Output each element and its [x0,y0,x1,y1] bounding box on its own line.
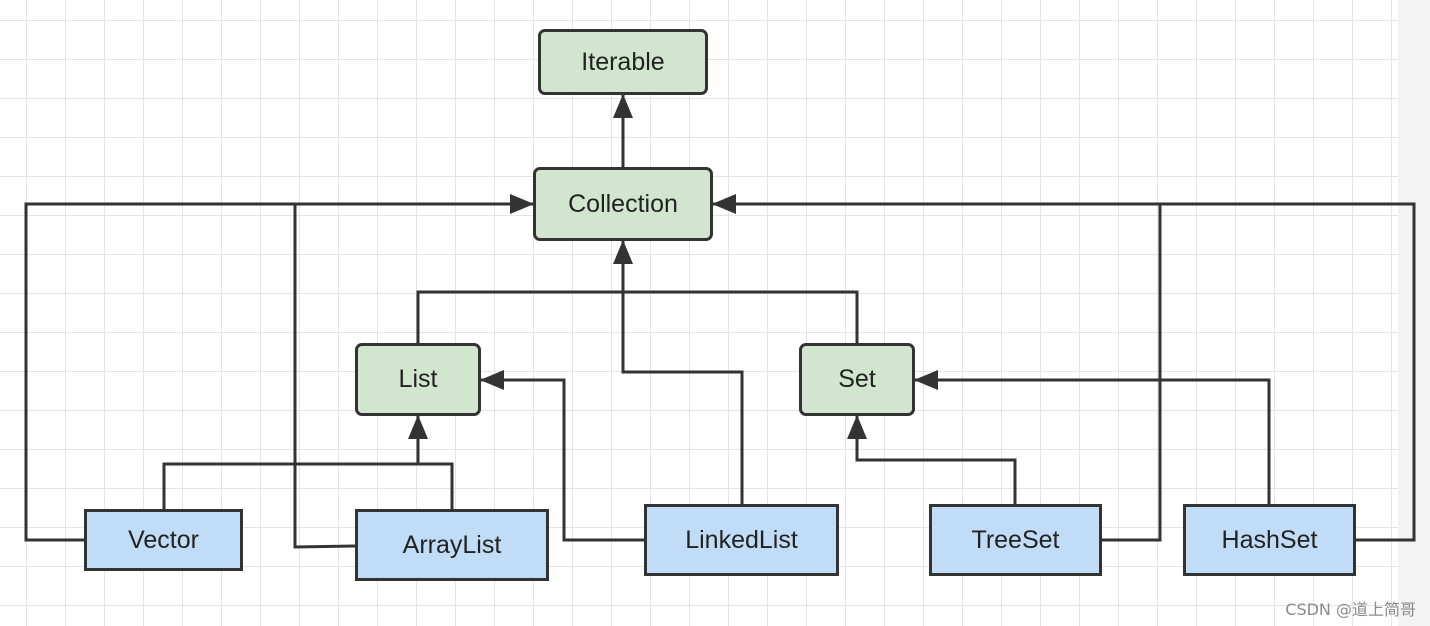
edge-treeset-to-collection [712,194,1162,542]
edge-vector-to-list [162,415,428,509]
edge-arraylist-to-list [418,462,454,509]
node-list[interactable]: List [355,343,481,416]
edge-hashset-to-set [914,370,1271,504]
csdn-watermark: CSDN @道上简哥 [1285,600,1416,619]
edge-hashset-to-collection [713,202,1416,542]
node-arraylist[interactable]: ArrayList [355,509,549,581]
edge-linkedlist-to-list [480,370,644,542]
node-set[interactable]: Set [799,343,915,416]
node-hashset[interactable]: HashSet [1183,504,1356,576]
edge-arraylist-to-collection [293,202,533,549]
node-linkedlist[interactable]: LinkedList [644,504,839,576]
node-collection[interactable]: Collection [533,167,713,241]
edge-treeset-to-set [847,415,1017,504]
node-treeset[interactable]: TreeSet [929,504,1102,576]
edge-list-to-collection [416,290,859,343]
node-iterable[interactable]: Iterable [538,29,708,95]
node-vector[interactable]: Vector [84,509,243,571]
edge-vector-to-collection [24,194,534,542]
edge-linkedlist-to-collection [613,240,744,504]
